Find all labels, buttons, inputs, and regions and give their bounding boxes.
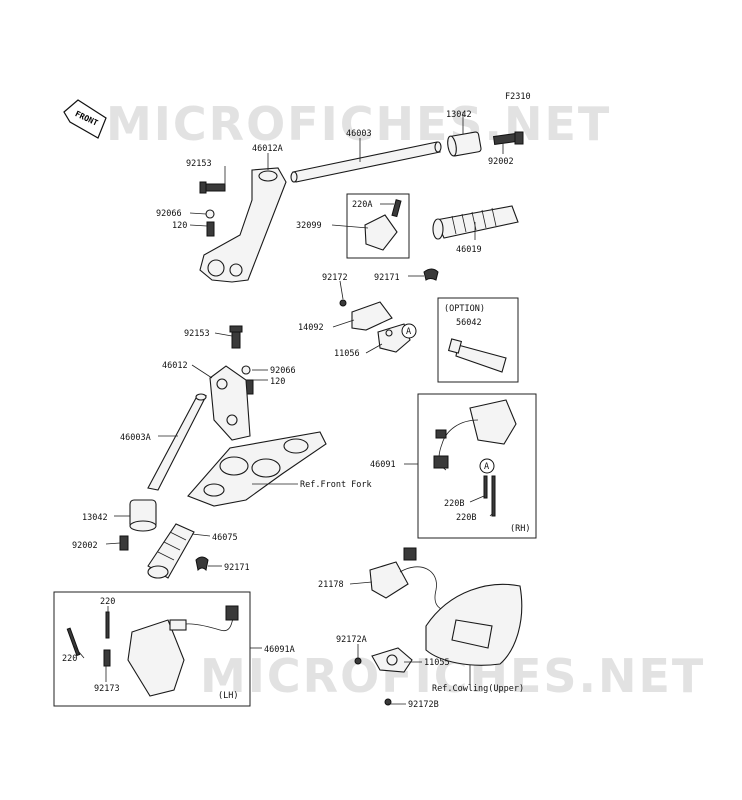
upper-triple-clamp-icon xyxy=(187,431,327,507)
front-arrow-icon: FRONT xyxy=(63,99,107,139)
label-92066-mid: 92066 xyxy=(270,366,296,376)
grip-46075-icon xyxy=(147,523,195,579)
switch-46091-icon xyxy=(433,399,517,471)
label-13042-top: 13042 xyxy=(446,110,472,120)
label-220B-1: 220B xyxy=(444,499,464,509)
svg-text:A: A xyxy=(406,327,411,337)
cap-92171-top-icon xyxy=(423,268,439,281)
screw-220B-1-icon xyxy=(483,475,488,499)
diagram-code: F2310 xyxy=(505,92,531,102)
rh-switch-box: A (RH) xyxy=(417,393,537,539)
callout-a-top: A xyxy=(401,323,417,339)
label-13042-low: 13042 xyxy=(82,513,108,523)
label-92153-top: 92153 xyxy=(186,159,212,169)
screw-92172-icon xyxy=(339,299,347,307)
label-56042: 56042 xyxy=(456,318,482,328)
label-46075: 46075 xyxy=(212,533,238,543)
clip-92173-icon xyxy=(103,649,111,667)
option-label: (OPTION) xyxy=(444,304,485,314)
screw-220-left-icon xyxy=(66,627,81,657)
option-box: (OPTION) xyxy=(437,297,519,383)
clip-on-46012A-icon xyxy=(199,167,287,283)
label-46003A: 46003A xyxy=(120,433,151,443)
label-220-left: 220 xyxy=(62,654,77,664)
relay-21178-icon xyxy=(369,547,451,613)
leader-lines xyxy=(73,112,504,705)
label-92153-mid: 92153 xyxy=(184,329,210,339)
bolt-92002-top-icon xyxy=(492,131,524,146)
watermark-top: MICROFICHES.NET xyxy=(106,97,611,151)
label-92172A: 92172A xyxy=(336,635,367,645)
label-92172: 92172 xyxy=(322,273,348,283)
grommet-92172B-icon xyxy=(384,698,392,706)
label-46019: 46019 xyxy=(456,245,482,255)
screw-220B-2-icon xyxy=(491,475,496,517)
label-46003: 46003 xyxy=(346,129,372,139)
label-92171-low: 92171 xyxy=(224,563,250,573)
callout-a-rh: A xyxy=(479,458,495,474)
bolt-92153-top-icon xyxy=(199,181,226,194)
lh-switch-box: (LH) xyxy=(53,591,251,707)
label-46012: 46012 xyxy=(162,361,188,371)
label-92002-top: 92002 xyxy=(488,157,514,167)
bolt-120-top-icon xyxy=(206,221,215,237)
label-92173: 92173 xyxy=(94,684,120,694)
label-220A: 220A xyxy=(352,200,372,210)
label-11055: 11055 xyxy=(424,658,450,668)
grommet-92172A-icon xyxy=(354,657,362,665)
label-92172B: 92172B xyxy=(408,700,439,710)
grip-46019-icon xyxy=(432,205,519,240)
part-labels: 13042 46003 92002 92153 46012A 92066 120… xyxy=(62,110,524,710)
bar-end-weight-top-icon xyxy=(447,131,482,157)
upper-cowling-icon xyxy=(425,583,523,666)
washer-92066-mid-icon xyxy=(241,365,251,375)
label-120-mid: 120 xyxy=(270,377,285,387)
label-46091A: 46091A xyxy=(264,645,295,655)
handlebar-pipe-46003A-icon xyxy=(147,393,208,491)
handlebar-pipe-46003-icon xyxy=(290,141,442,183)
washer-92066-top-icon xyxy=(205,209,215,219)
lh-label: (LH) xyxy=(218,691,238,701)
label-46012A: 46012A xyxy=(252,144,283,154)
label-220-top: 220 xyxy=(100,597,115,607)
label-32099: 32099 xyxy=(296,221,322,231)
bracket-11055-icon xyxy=(371,647,413,673)
label-21178: 21178 xyxy=(318,580,344,590)
rh-label: (RH) xyxy=(510,524,530,534)
label-ref-cowling: Ref.Cowling(Upper) xyxy=(432,684,524,694)
bracket-14092-icon xyxy=(351,301,393,331)
label-92171-top: 92171 xyxy=(374,273,400,283)
label-14092: 14092 xyxy=(298,323,324,333)
label-92066-top: 92066 xyxy=(156,209,182,219)
label-11056: 11056 xyxy=(334,349,360,359)
label-220B-2: 220B xyxy=(456,513,476,523)
label-46091: 46091 xyxy=(370,460,396,470)
cap-92171-low-icon xyxy=(195,556,209,572)
screw-220-top-icon xyxy=(105,611,110,639)
label-ref-front-fork: Ref.Front Fork xyxy=(300,480,372,490)
bolt-92002-low-icon xyxy=(119,535,129,551)
label-92002-low: 92002 xyxy=(72,541,98,551)
grease-tube-56042-icon xyxy=(447,338,507,373)
switch-46091A-icon xyxy=(127,605,239,697)
clip-on-46012-icon xyxy=(209,365,251,441)
label-120-top: 120 xyxy=(172,221,187,231)
svg-text:A: A xyxy=(484,462,489,472)
bar-end-weight-low-icon xyxy=(129,499,157,532)
bolt-92153-mid-icon xyxy=(229,325,243,349)
